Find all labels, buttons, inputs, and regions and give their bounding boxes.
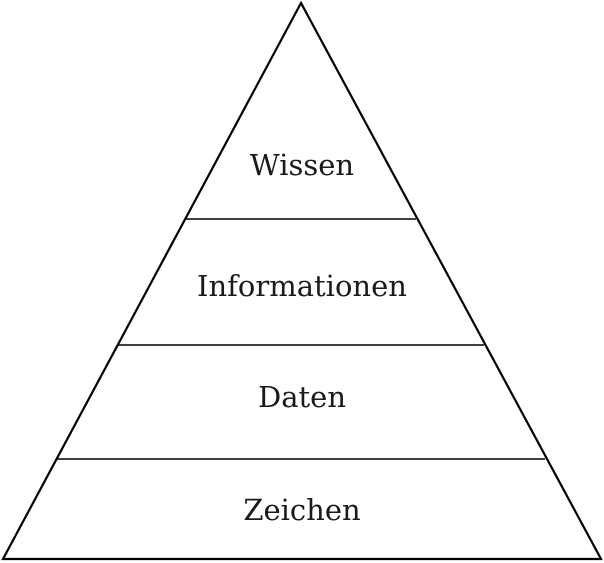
level-label-zeichen: Zeichen	[243, 493, 360, 527]
level-label-informationen: Informationen	[197, 269, 407, 303]
level-label-wissen: Wissen	[250, 148, 354, 182]
level-label-daten: Daten	[258, 380, 346, 414]
